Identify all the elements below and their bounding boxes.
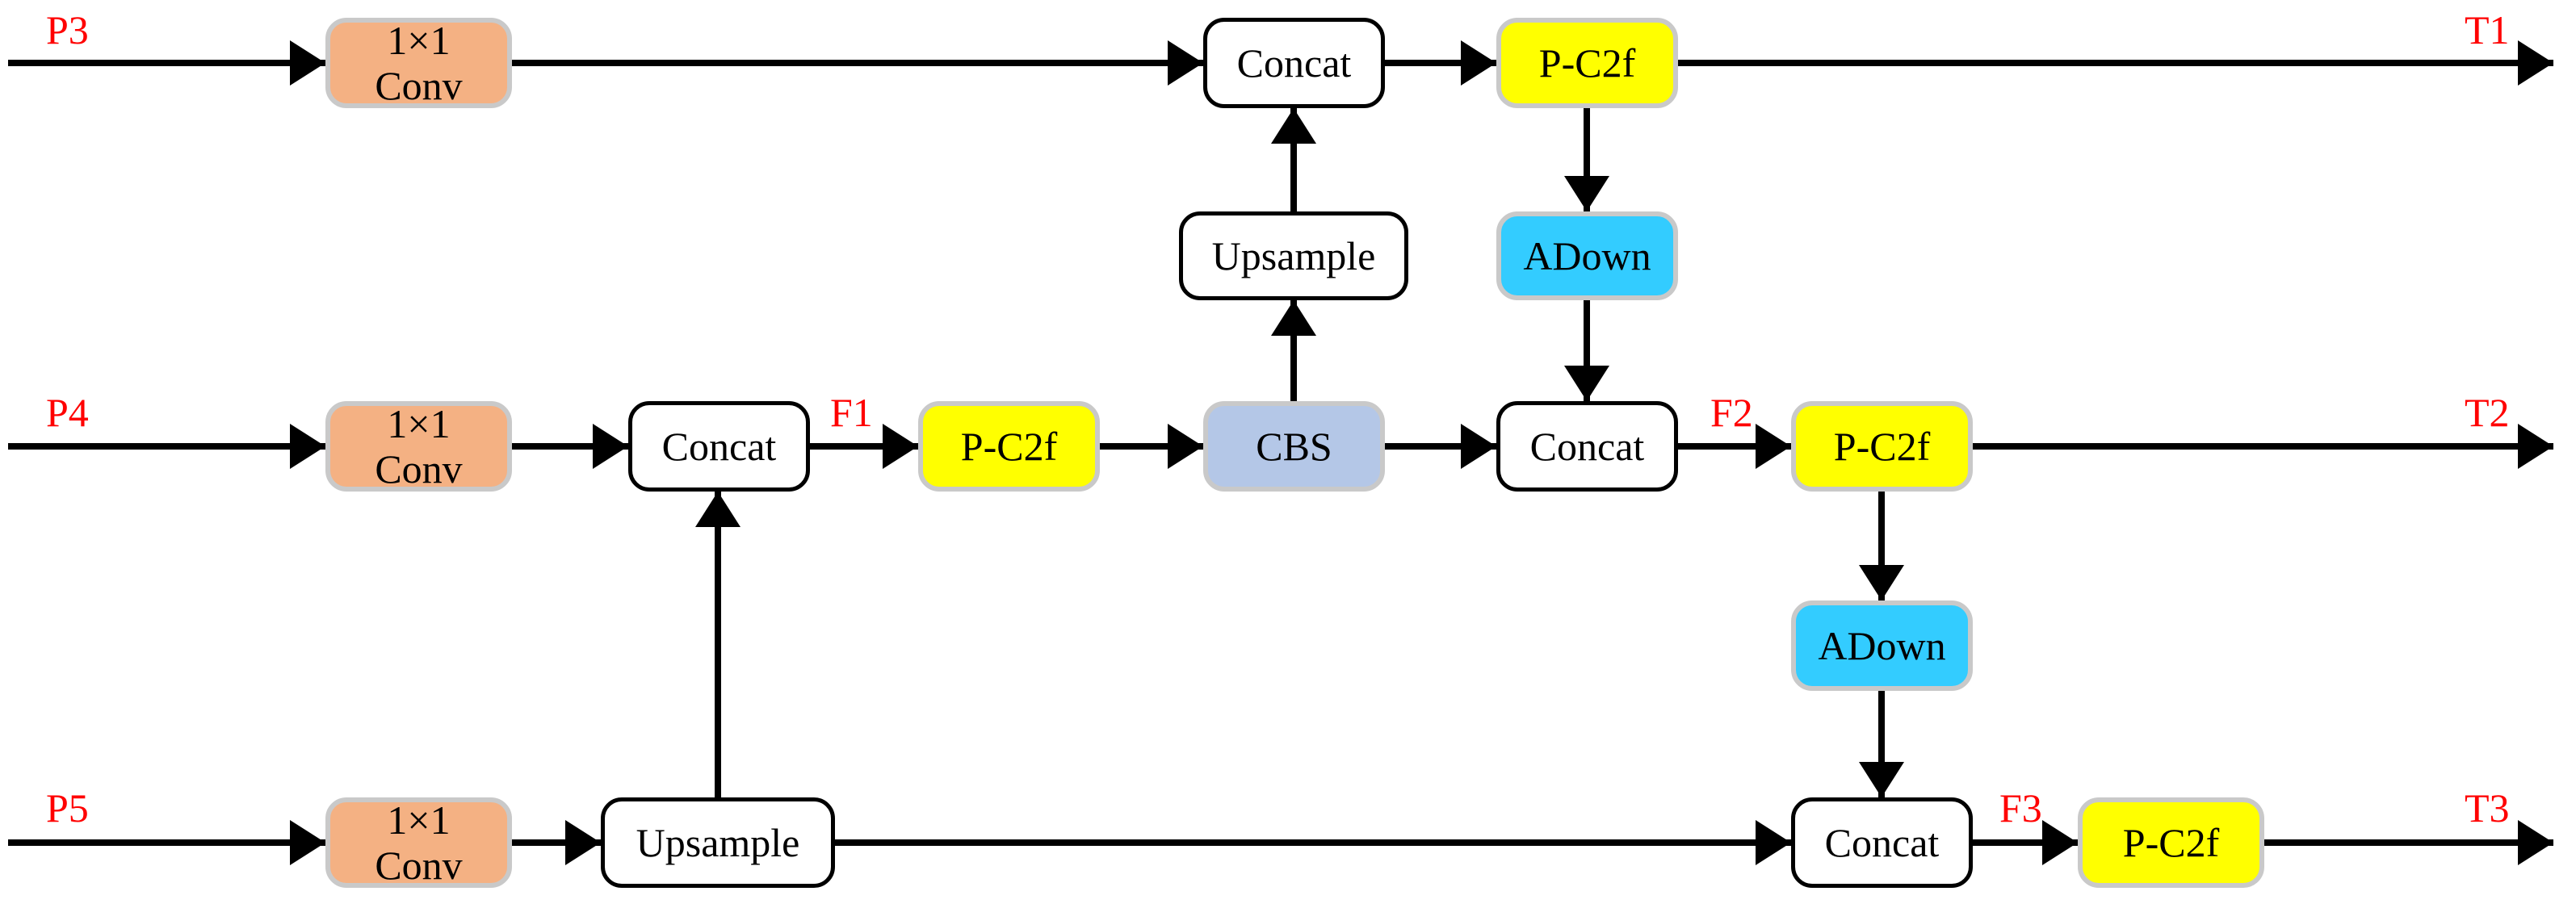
node-label: P-C2f — [2122, 820, 2220, 865]
label-p4: P4 — [46, 390, 89, 435]
label-t3: T3 — [2465, 785, 2510, 831]
cbs-node: CBS — [1203, 401, 1385, 492]
node-label: P-C2f — [1833, 424, 1931, 469]
conv-1x1-p4-node: 1×1 Conv — [325, 401, 512, 492]
node-label: P-C2f — [1538, 40, 1636, 86]
label-f1: F1 — [830, 390, 873, 435]
node-label: Concat — [1236, 40, 1352, 86]
node-label: Concat — [661, 424, 777, 469]
upsample-top-node: Upsample — [1179, 211, 1408, 300]
pc2f-bottom-node: P-C2f — [2078, 797, 2264, 888]
node-label: ADown — [1818, 623, 1946, 668]
concat-mid-node: Concat — [628, 401, 810, 492]
node-label: 1×1 Conv — [375, 401, 463, 492]
concat-bottom-node: Concat — [1791, 797, 1973, 888]
label-p5: P5 — [46, 785, 89, 831]
adown-bottom-node: ADown — [1791, 600, 1973, 691]
label-f3: F3 — [1999, 785, 2042, 831]
label-t1: T1 — [2465, 7, 2510, 52]
concat-mid2-node: Concat — [1496, 401, 1678, 492]
conv-1x1-p5-node: 1×1 Conv — [325, 797, 512, 888]
node-label: CBS — [1256, 424, 1332, 469]
node-label: Concat — [1824, 820, 1940, 865]
node-label: 1×1 Conv — [375, 18, 463, 108]
node-label: Upsample — [1211, 233, 1376, 278]
upsample-bottom-node: Upsample — [601, 797, 835, 888]
pc2f-top-node: P-C2f — [1496, 18, 1678, 108]
pc2f-mid2-node: P-C2f — [1791, 401, 1973, 492]
node-label: Upsample — [636, 820, 800, 865]
label-p3: P3 — [46, 7, 89, 52]
node-label: Concat — [1529, 424, 1645, 469]
node-label: ADown — [1523, 233, 1651, 278]
node-label: 1×1 Conv — [375, 797, 463, 888]
label-f2: F2 — [1710, 390, 1753, 435]
concat-top-node: Concat — [1203, 18, 1385, 108]
pc2f-mid-node: P-C2f — [918, 401, 1100, 492]
adown-top-node: ADown — [1496, 211, 1678, 300]
conv-1x1-p3-node: 1×1 Conv — [325, 18, 512, 108]
node-label: P-C2f — [960, 424, 1058, 469]
label-t2: T2 — [2465, 390, 2510, 435]
